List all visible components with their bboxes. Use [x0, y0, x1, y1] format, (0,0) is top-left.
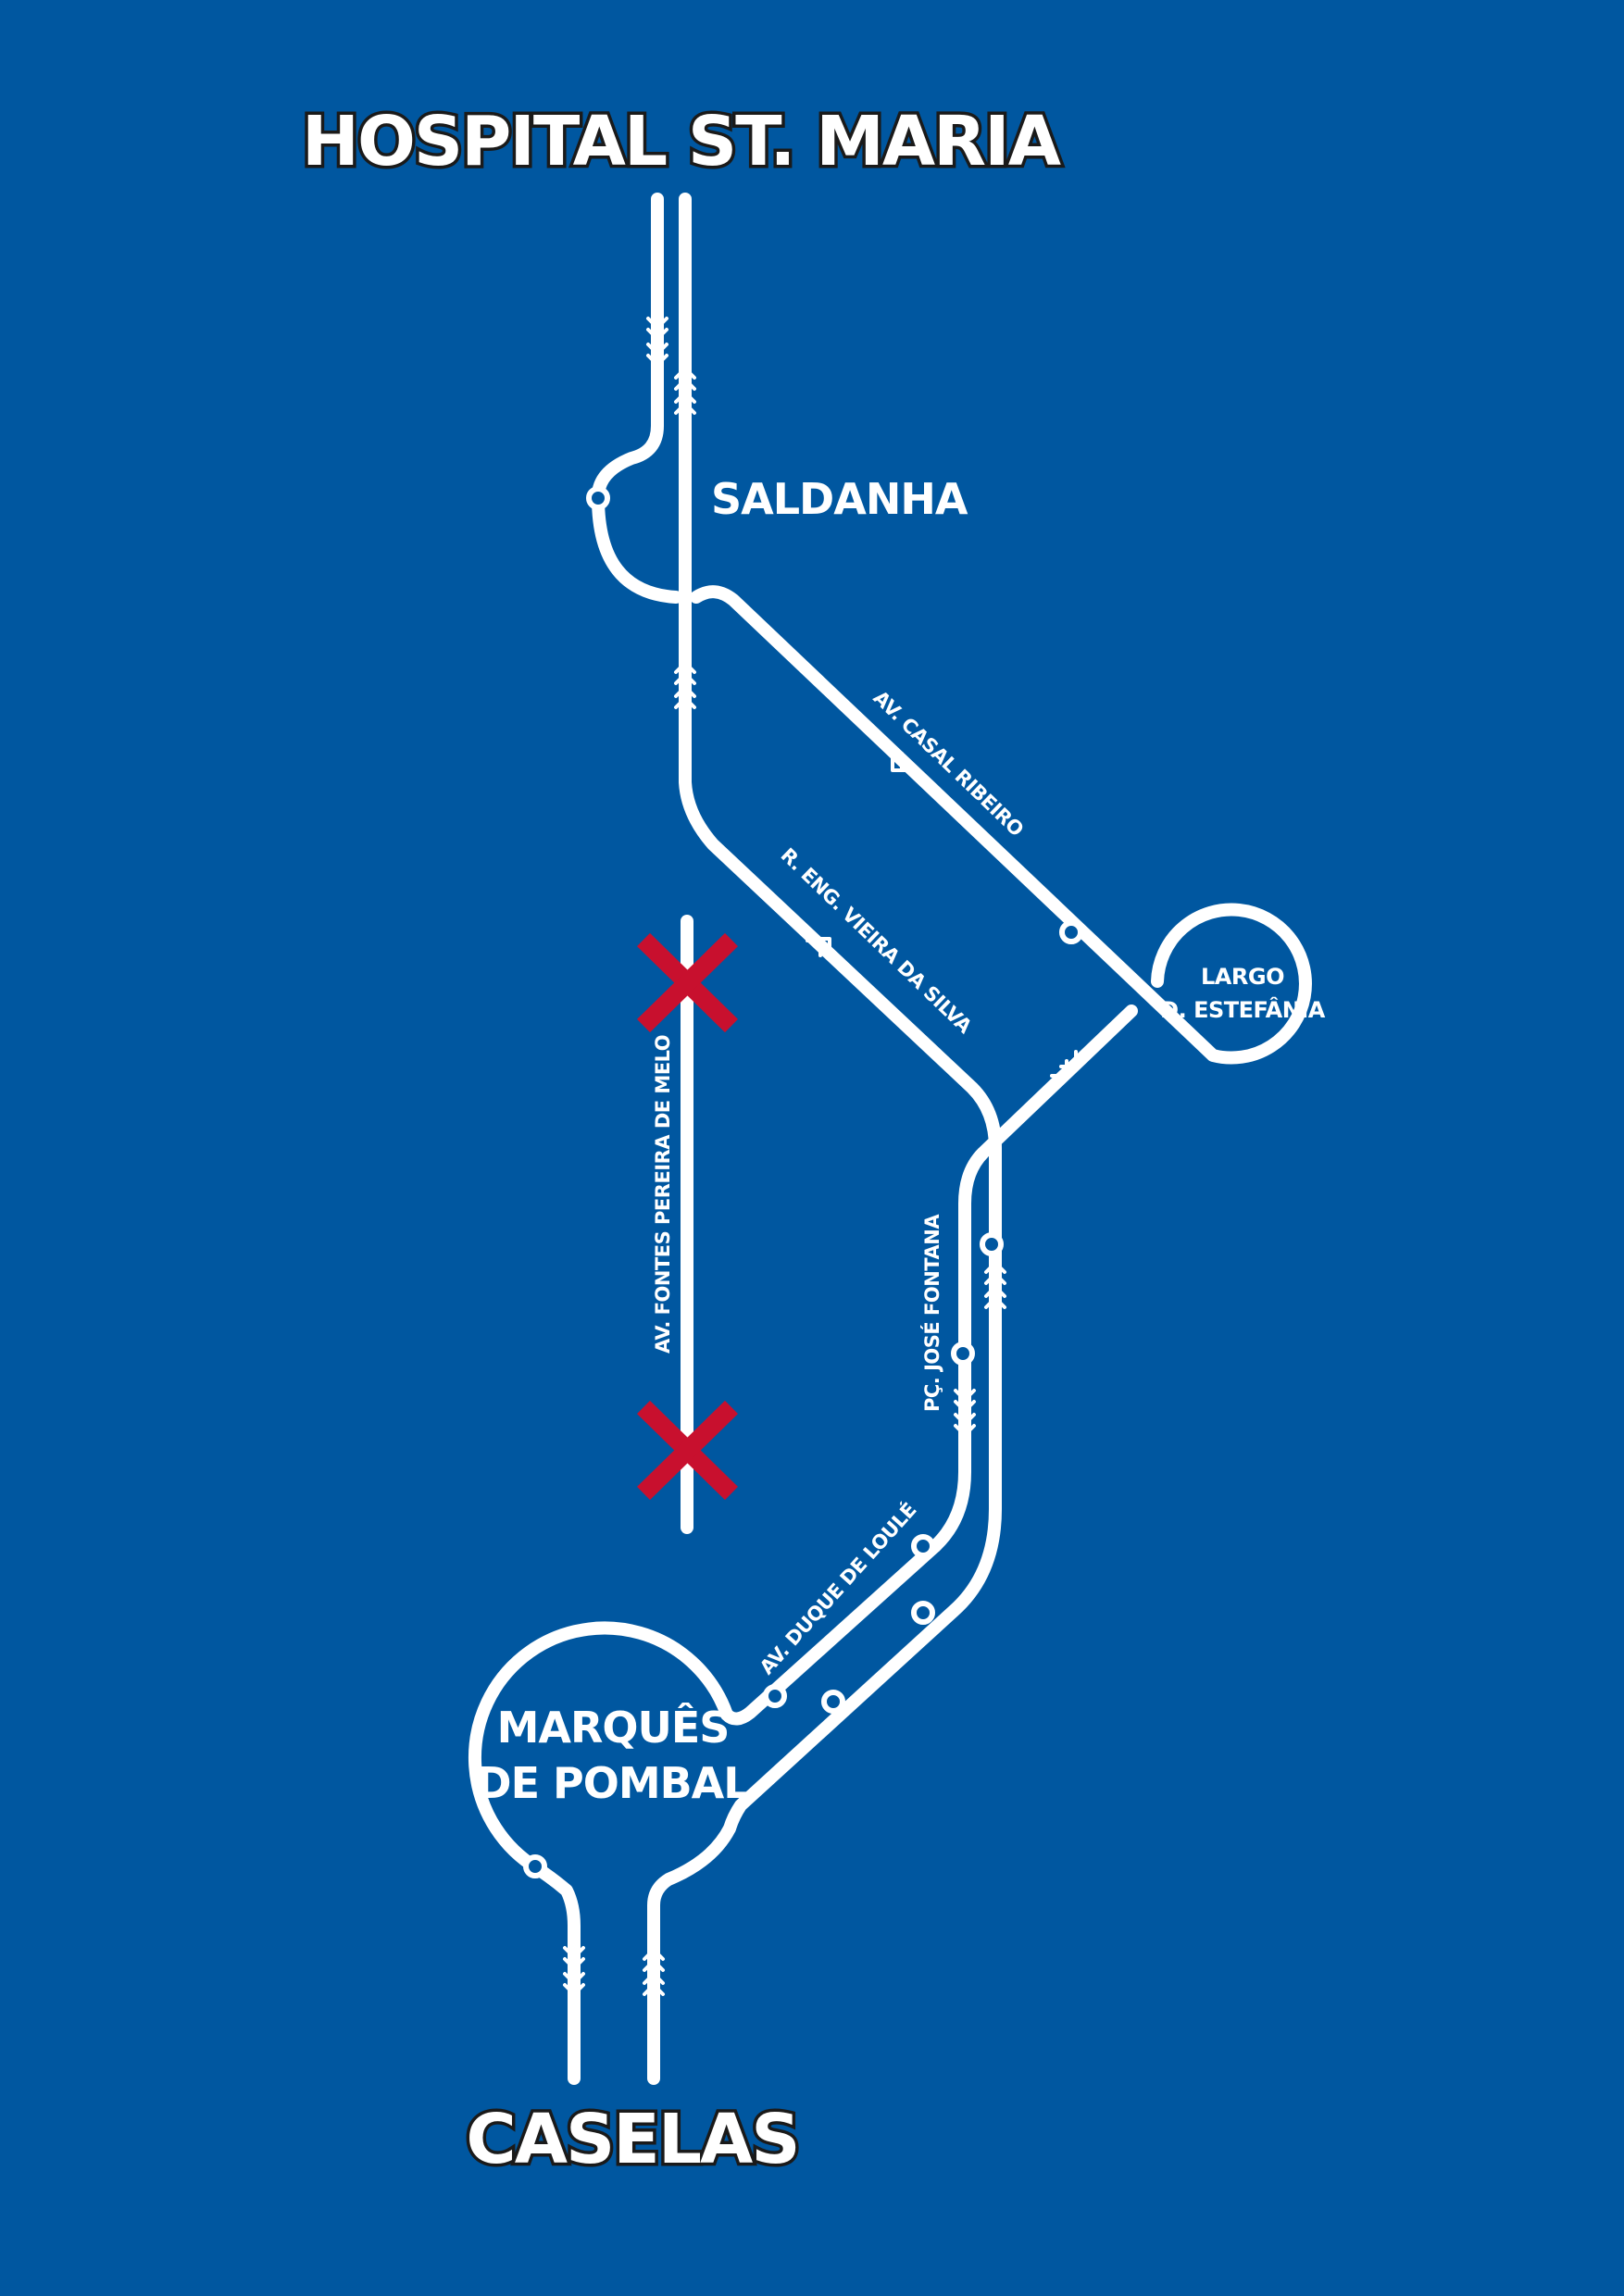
stop-icon — [980, 1232, 1004, 1256]
stop-icon — [763, 1684, 787, 1708]
closed-cross-icon — [637, 1400, 738, 1501]
terminus-south-label: CASELAS — [466, 2100, 798, 2179]
stop-icon — [586, 486, 610, 510]
road-caselas-northbound — [647, 1822, 736, 2085]
road-southbound-north — [592, 193, 682, 604]
road-estefania-return — [929, 1004, 1138, 1553]
terminus-north-label: HOSPITAL ST. MARIA — [302, 102, 1061, 181]
stop-icon — [911, 1534, 935, 1558]
street-label-jose-fontana: PÇ. JOSÉ FONTANA — [920, 1214, 943, 1412]
street-label-fontes-pereira-de-melo: AV. FONTES PEREIRA DE MELO — [652, 1035, 674, 1354]
area-largo-label-line1: LARGO — [1201, 964, 1284, 990]
closed-cross-icon — [637, 932, 738, 1033]
stop-icon — [821, 1690, 845, 1714]
road-network — [468, 193, 1312, 2085]
stop-icon — [911, 1601, 935, 1625]
area-marques-label-line1: MARQUÊS — [497, 1703, 730, 1753]
area-largo-label-line2: D. ESTEFÂNIA — [1160, 996, 1326, 1023]
area-marques-label-line2: DE POMBAL — [476, 1758, 750, 1808]
road-duque-de-loule — [468, 1540, 942, 2085]
area-saldanha-label: SALDANHA — [711, 474, 968, 524]
road-casal-ribeiro — [690, 585, 1312, 1065]
stop-icon — [523, 1854, 547, 1878]
stop-icon — [951, 1341, 975, 1366]
road-main-northbound — [679, 193, 1002, 1835]
stop-icon — [1059, 920, 1083, 944]
